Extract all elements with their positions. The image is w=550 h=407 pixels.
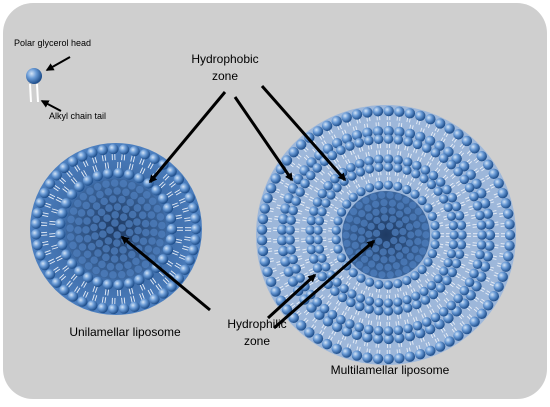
multilamellar-label: Multilamellar liposome (305, 362, 475, 379)
unilamellar-liposome (30, 143, 202, 315)
hydrophilic-line2: zone (212, 333, 302, 350)
hydrophilic-line1: Hydrophilic (212, 316, 302, 333)
hydrophobic-zone-label: Hydrophobic zone (180, 51, 270, 85)
hydrophobic-line1: Hydrophobic (180, 51, 270, 68)
alkyl-tail-label: Alkyl chain tail (49, 111, 106, 121)
hydrophobic-line2: zone (180, 68, 270, 85)
unilamellar-label: Unilamellar liposome (50, 324, 200, 341)
hydrophilic-zone-label: Hydrophilic zone (212, 316, 302, 350)
polar-head-label: Polar glycerol head (14, 38, 91, 48)
